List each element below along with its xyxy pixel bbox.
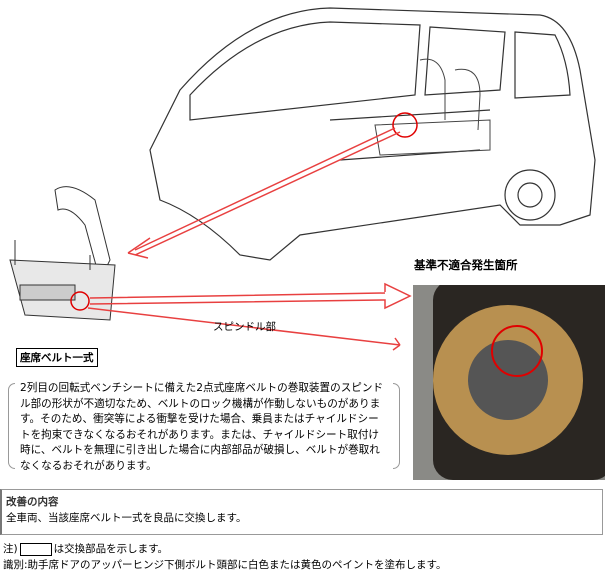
improvement-heading: 改善の内容	[6, 496, 59, 508]
seat-highlight-circle	[392, 112, 418, 138]
improvement-body: 全車両、当該座席ベルト一式を良品に交換します。	[6, 512, 247, 524]
replacement-part-label: 座席ベルト一式	[16, 348, 98, 367]
seat-drawing	[374, 58, 491, 156]
note-prefix: 注)	[3, 543, 18, 555]
identification-note: 識別:助手席ドアのアッパーヒンジ下側ボルト頭部に白色または黄色のペイントを塗布し…	[3, 559, 447, 571]
minivan-drawing	[149, 7, 596, 261]
defect-site-label: 基準不適合発生箇所	[414, 258, 518, 272]
replacement-part-legend-box	[19, 542, 52, 556]
note-suffix: は交換部品を示します。	[53, 543, 169, 555]
spindle-label: スピンドル部	[213, 321, 276, 333]
note-line: 注) は交換部品を示します。	[3, 541, 168, 556]
spindle-highlight-circle	[70, 291, 90, 311]
defect-description: 2列目の回転式ベンチシートに備えた2点式座席ベルトの巻取装置のスピンドル部の形状…	[8, 381, 400, 472]
retractor-drawing	[9, 186, 116, 321]
defect-highlight-circle	[491, 325, 543, 377]
defect-photo	[413, 285, 605, 480]
improvement-box: 改善の内容 全車両、当該座席ベルト一式を良品に交換します。	[0, 489, 603, 535]
red-arrows	[87, 127, 412, 351]
